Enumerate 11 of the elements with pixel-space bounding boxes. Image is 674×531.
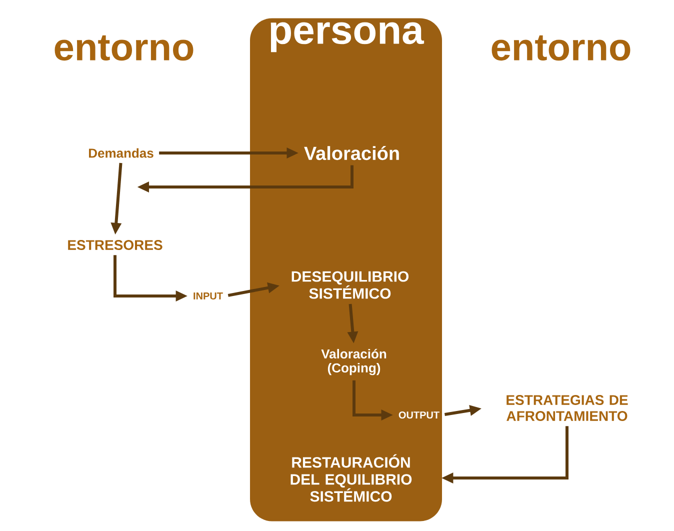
- node-label: RESTAURACIÓN DEL EQUILIBRIO SISTÉMICO: [290, 454, 412, 502]
- heading: entorno: [492, 35, 630, 61]
- node-label: ESTRESORES: [68, 240, 162, 250]
- node-label: INPUT: [194, 292, 223, 300]
- heading: entorno: [54, 35, 194, 61]
- node-label: Valoración: [304, 146, 399, 160]
- node-label: Valoración (Coping): [321, 348, 386, 376]
- node-label: DESEQUILIBRIO SISTÉMICO: [292, 271, 409, 299]
- node-label: ESTRATEGIAS DE AFRONTAMIENTO: [506, 395, 628, 421]
- node-label: Demandas: [89, 148, 154, 158]
- node-label: OUTPUT: [398, 411, 440, 419]
